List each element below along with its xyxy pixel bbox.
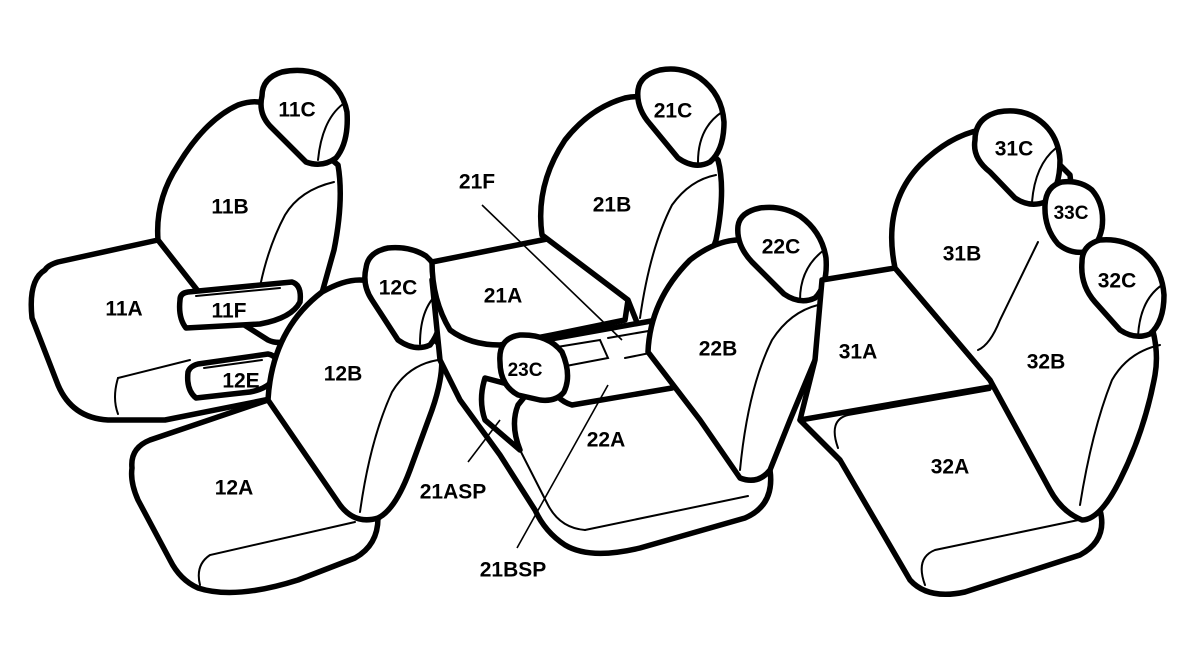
label-11a: 11A <box>105 298 142 321</box>
seat-11-group <box>28 67 351 423</box>
label-21bsp: 21BSP <box>480 559 547 582</box>
label-11f: 11F <box>211 300 246 323</box>
label-31b: 31B <box>943 243 982 266</box>
label-21a: 21A <box>484 285 523 308</box>
seat-12a-seam <box>197 521 356 586</box>
label-32b: 32B <box>1027 351 1066 374</box>
seat-31b-32b-divider <box>977 241 1039 351</box>
seat-21b-seam <box>639 174 717 319</box>
label-12b: 12B <box>324 363 363 386</box>
label-21f: 21F <box>459 171 495 194</box>
seat-32c-seam <box>1137 284 1163 337</box>
seat-32a-seam-2 <box>920 517 1089 586</box>
seat-31c-seam <box>1031 147 1057 203</box>
label-12c: 12C <box>379 277 418 300</box>
seat-32c-headrest <box>1079 236 1167 339</box>
seat-31-32-group <box>797 108 1167 597</box>
label-12e: 12E <box>222 370 259 393</box>
seat-21-22-group <box>429 66 830 557</box>
label-31a: 31A <box>839 341 878 364</box>
label-31c: 31C <box>995 138 1034 161</box>
label-33c: 33C <box>1054 203 1089 224</box>
label-22c: 22C <box>762 236 801 259</box>
seat-11a-seam <box>114 377 119 415</box>
leader-21asp <box>467 419 501 463</box>
label-32a: 32A <box>931 456 970 479</box>
label-21c: 21C <box>654 100 693 123</box>
label-22a: 22A <box>587 429 626 452</box>
seat-22c-seam <box>799 249 825 301</box>
seat-12b-seam <box>359 359 439 513</box>
label-32c: 32C <box>1098 270 1137 293</box>
seat-21c-seam <box>697 111 723 163</box>
label-21b: 21B <box>593 194 632 217</box>
label-11c: 11C <box>278 99 315 122</box>
label-11b: 11B <box>211 196 248 219</box>
seat-32a-seam-1 <box>833 389 991 449</box>
label-12a: 12A <box>215 477 254 500</box>
seat-21c-headrest <box>635 66 727 168</box>
seat-11c-seam <box>317 103 344 161</box>
label-22b: 22B <box>699 338 738 361</box>
seat-11c-headrest <box>258 67 351 167</box>
label-23c: 23C <box>508 360 543 381</box>
seat-22b-seam <box>739 304 819 471</box>
seat-23c-armrest <box>497 332 571 404</box>
seat-31b-backrest <box>888 125 1160 523</box>
leader-21bsp <box>516 384 609 549</box>
leader-21f <box>481 204 623 341</box>
seat-33c-headrest <box>1042 178 1106 256</box>
seat-22a-seam-2 <box>584 495 749 531</box>
seat-31c-headrest <box>971 108 1063 207</box>
part-labels: 11C 11B 11A 11F 12E 12C 12B 12A 21F 21C … <box>105 99 1136 582</box>
seat-11f-armrest <box>176 279 304 331</box>
seat-32b-seam <box>1079 344 1161 506</box>
label-21asp: 21ASP <box>420 481 487 504</box>
